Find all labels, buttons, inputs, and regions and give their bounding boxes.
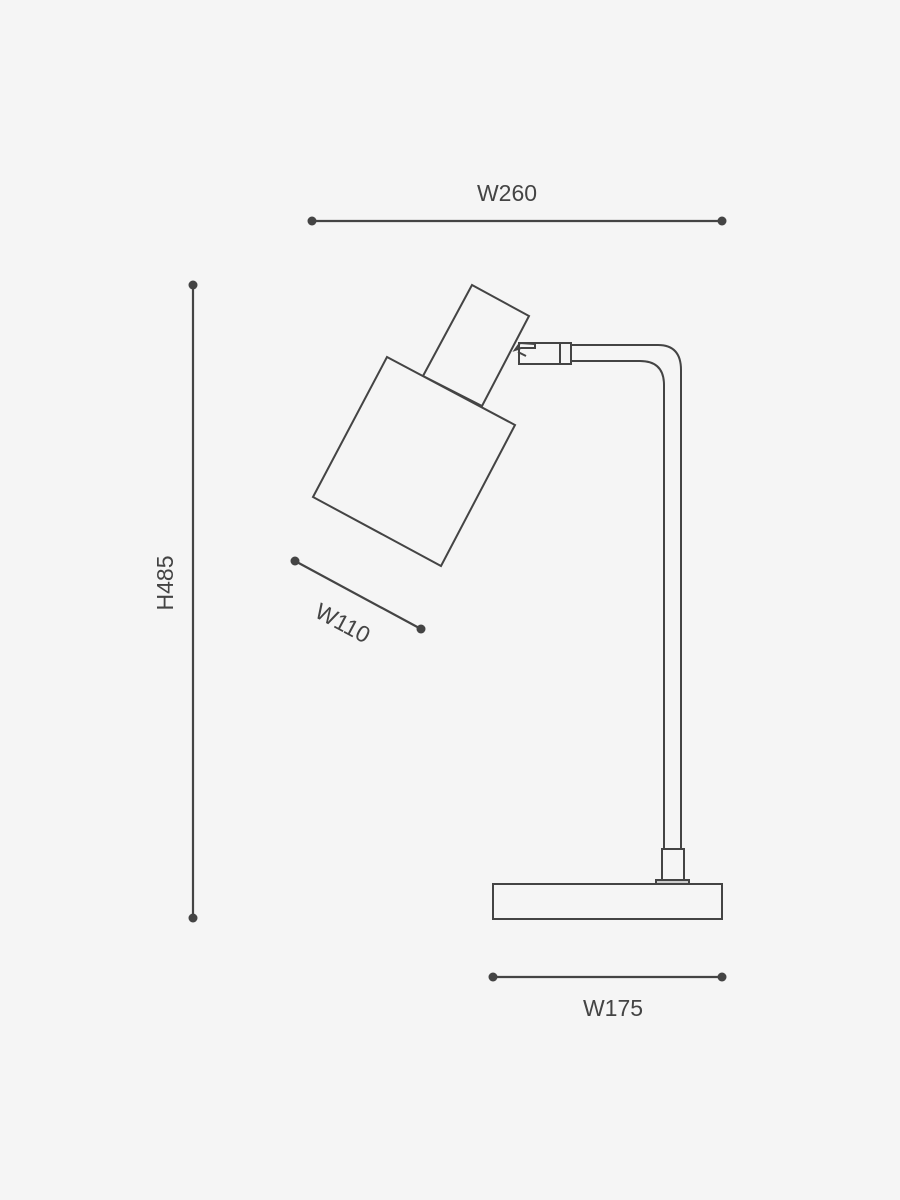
dimension-endpoint xyxy=(717,972,727,982)
arm-collar xyxy=(661,848,685,881)
shade-width-label: W110 xyxy=(311,598,375,648)
dimension-endpoint xyxy=(416,624,426,634)
lamp-shade xyxy=(311,355,517,568)
height-label: H485 xyxy=(152,556,178,611)
shade-width-dimension: W110 xyxy=(290,556,426,648)
arm-outer xyxy=(571,344,682,850)
dimension-endpoint xyxy=(488,972,498,982)
height-dimension: H485 xyxy=(152,280,198,923)
lamp-base xyxy=(492,883,723,920)
arm-inner xyxy=(571,360,665,850)
dimension-endpoint xyxy=(290,556,300,566)
lamp-neck xyxy=(421,283,531,408)
dimension-line xyxy=(294,560,422,630)
dimension-endpoint xyxy=(717,216,727,226)
overall-width-label: W260 xyxy=(477,180,537,206)
arm-joint xyxy=(518,342,572,365)
dimension-endpoint xyxy=(188,913,198,923)
base-width-label: W175 xyxy=(583,995,643,1021)
dimension-endpoint xyxy=(188,280,198,290)
lamp-drawing xyxy=(311,283,723,920)
base-width-dimension: W175 xyxy=(488,972,727,1021)
dimension-endpoint xyxy=(307,216,317,226)
overall-width-dimension: W260 xyxy=(307,180,727,226)
